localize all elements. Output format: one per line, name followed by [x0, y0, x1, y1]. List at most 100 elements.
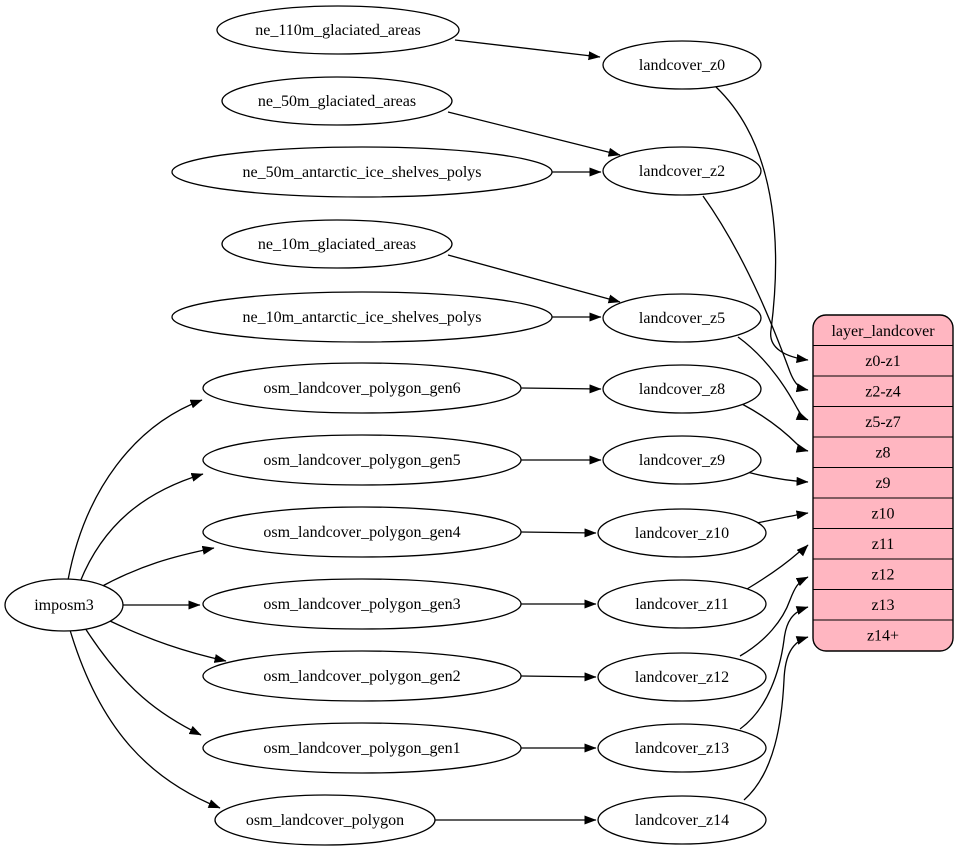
node-ellipse	[602, 293, 762, 343]
edge-imposm3-to-osm_landcover_polygon_gen4	[96, 545, 215, 590]
edge-osm_landcover_polygon_gen2-to-landcover_z12	[520, 672, 597, 682]
node-ellipse	[202, 578, 522, 630]
edge-landcover_z0-to-row-z0-z1	[715, 86, 809, 363]
table-row-label: z14+	[867, 628, 899, 645]
table-row-label: z11	[872, 536, 895, 553]
node-ellipse	[597, 795, 767, 845]
table-row-label: z12	[871, 567, 894, 584]
node-ne_110m_glaciated_areas: ne_110m_glaciated_areas	[216, 5, 460, 55]
node-ellipse	[597, 508, 767, 558]
node-ellipse	[602, 364, 762, 414]
node-label: landcover_z11	[635, 596, 729, 613]
edge-osm_landcover_polygon_gen6-to-landcover_z8	[520, 384, 602, 394]
node-landcover_z10: landcover_z10	[597, 508, 767, 558]
node-label: landcover_z9	[639, 452, 725, 469]
node-ellipse	[597, 652, 767, 702]
node-label: osm_landcover_polygon_gen2	[263, 668, 460, 685]
node-ellipse	[602, 40, 762, 90]
table-row-label: z10	[871, 506, 894, 523]
edge-imposm3-to-osm_landcover_polygon_gen6	[67, 399, 203, 581]
node-osm_landcover_polygon_gen5: osm_landcover_polygon_gen5	[202, 434, 522, 486]
node-label: ne_110m_glaciated_areas	[255, 22, 421, 39]
node-landcover_z2: landcover_z2	[602, 146, 762, 196]
node-ellipse	[4, 578, 124, 632]
edge-landcover_z8-to-row-z8	[741, 403, 809, 453]
edge-ne_10m_glaciated_areas-to-landcover_z5	[447, 254, 621, 304]
edge-landcover_z11-to-row-z11	[746, 544, 809, 590]
node-label: landcover_z13	[635, 740, 729, 757]
node-label: landcover_z12	[635, 669, 729, 686]
node-imposm3: imposm3	[4, 578, 124, 632]
node-landcover_z12: landcover_z12	[597, 652, 767, 702]
edge-imposm3-to-osm_landcover_polygon_gen2	[109, 620, 227, 663]
table-row-label: z5-z7	[865, 414, 901, 431]
node-label: landcover_z14	[635, 812, 729, 829]
node-label: landcover_z8	[639, 381, 725, 398]
edge-landcover_z2-to-row-z2-z4	[702, 195, 809, 393]
node-label: osm_landcover_polygon_gen3	[263, 596, 460, 613]
node-label: landcover_z0	[639, 57, 725, 74]
node-label: imposm3	[34, 597, 94, 614]
edge-osm_landcover_polygon_gen4-to-landcover_z10	[520, 528, 597, 538]
node-label: osm_landcover_polygon_gen6	[263, 380, 460, 397]
node-ellipse	[202, 506, 522, 558]
node-ne_50m_glaciated_areas: ne_50m_glaciated_areas	[221, 76, 453, 126]
edge-landcover_z5-to-row-z5-z7	[737, 336, 809, 421]
node-label: landcover_z10	[635, 525, 729, 542]
node-ellipse	[597, 579, 767, 629]
node-osm_landcover_polygon_gen4: osm_landcover_polygon_gen4	[202, 506, 522, 558]
node-label: ne_50m_glaciated_areas	[258, 93, 416, 110]
table-outline	[812, 314, 954, 652]
node-ellipse	[602, 435, 762, 485]
node-ellipse	[202, 434, 522, 486]
node-label: landcover_z2	[639, 163, 725, 180]
edge-landcover_z12-to-row-z12	[739, 576, 809, 657]
edge-imposm3-to-osm_landcover_polygon_gen5	[79, 473, 204, 583]
node-label: landcover_z5	[639, 310, 725, 327]
node-landcover_z11: landcover_z11	[597, 579, 767, 629]
node-ellipse	[202, 362, 522, 414]
edge-landcover_z13-to-row-z13	[739, 606, 809, 730]
table-row-label: z0-z1	[865, 353, 901, 370]
node-ellipse	[221, 76, 453, 126]
node-ellipse	[221, 219, 453, 269]
node-ellipse	[202, 650, 522, 702]
edge-landcover_z10-to-row-z10	[751, 510, 809, 525]
edge-landcover_z9-to-row-z9	[746, 471, 809, 486]
node-label: ne_50m_antarctic_ice_shelves_polys	[242, 164, 481, 181]
node-ellipse	[171, 291, 553, 343]
node-landcover_z8: landcover_z8	[602, 364, 762, 414]
node-ellipse	[214, 794, 436, 846]
node-osm_landcover_polygon_gen6: osm_landcover_polygon_gen6	[202, 362, 522, 414]
node-ellipse	[602, 146, 762, 196]
node-label: ne_10m_glaciated_areas	[258, 236, 416, 253]
edge-ne_110m_glaciated_areas-to-landcover_z0	[454, 39, 601, 61]
node-label: osm_landcover_polygon_gen1	[263, 740, 460, 757]
node-ellipse	[597, 723, 767, 773]
table-row-label: z13	[871, 597, 894, 614]
edge-landcover_z14-to-row-z14plus	[743, 636, 809, 801]
node-ellipse	[171, 146, 553, 198]
node-ellipse	[216, 5, 460, 55]
edges-layer	[67, 39, 809, 825]
node-landcover_z9: landcover_z9	[602, 435, 762, 485]
edge-imposm3-to-osm_landcover_polygon_gen1	[84, 627, 202, 736]
edge-imposm3-to-osm_landcover_polygon	[69, 629, 221, 809]
node-label: osm_landcover_polygon_gen4	[263, 524, 460, 541]
table-row-label: z9	[875, 475, 890, 492]
node-osm_landcover_polygon_gen1: osm_landcover_polygon_gen1	[202, 722, 522, 774]
nodes-layer: ne_110m_glaciated_areas ne_50m_glaciated…	[4, 5, 767, 846]
table-row-label: z8	[875, 445, 890, 462]
node-landcover_z5: landcover_z5	[602, 293, 762, 343]
table-row-label: z2-z4	[865, 384, 901, 401]
node-label: osm_landcover_polygon	[246, 812, 404, 829]
node-ne_10m_antarctic_ice_shelves_polys: ne_10m_antarctic_ice_shelves_polys	[171, 291, 553, 343]
node-osm_landcover_polygon: osm_landcover_polygon	[214, 794, 436, 846]
table-layer_landcover: layer_landcover z0-z1 z2-z4 z5-z7 z8 z9 …	[812, 314, 954, 652]
node-osm_landcover_polygon_gen2: osm_landcover_polygon_gen2	[202, 650, 522, 702]
node-landcover_z13: landcover_z13	[597, 723, 767, 773]
edge-ne_50m_glaciated_areas-to-landcover_z2	[447, 111, 621, 157]
node-label: ne_10m_antarctic_ice_shelves_polys	[242, 309, 481, 326]
node-ne_50m_antarctic_ice_shelves_polys: ne_50m_antarctic_ice_shelves_polys	[171, 146, 553, 198]
